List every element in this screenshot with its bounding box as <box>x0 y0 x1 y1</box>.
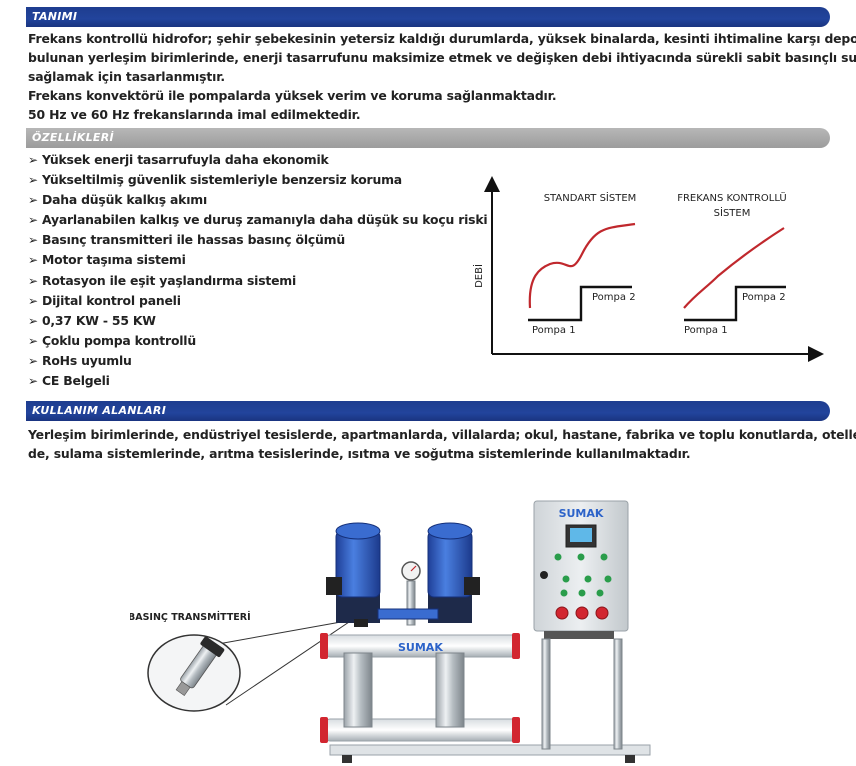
indicator-light <box>600 553 608 561</box>
frequency-system-title-1: FREKANS KONTROLLÜ <box>677 191 787 204</box>
arrow-bullet-icon: ➢ <box>28 353 38 368</box>
indicator-light <box>604 575 612 583</box>
standard-system-title: STANDART SİSTEM <box>544 191 637 204</box>
indicator-light <box>596 589 604 597</box>
feature-item: ➢CE Belgeli <box>28 371 478 391</box>
tanim-line: 50 Hz ve 60 Hz frekanslarında imal edilm… <box>28 107 361 122</box>
callout-line <box>225 619 353 706</box>
main-switch <box>555 606 569 620</box>
cabinet-brand-logo: SUMAK <box>559 507 604 520</box>
kullanim-paragraph: Yerleşim birimlerinde, endüstriyel tesis… <box>28 425 856 463</box>
arrow-bullet-icon: ➢ <box>28 173 38 188</box>
feature-item: ➢Çoklu pompa kontrollü <box>28 331 478 351</box>
arrow-bullet-icon: ➢ <box>28 293 38 308</box>
arrow-bullet-icon: ➢ <box>28 273 38 288</box>
valve-handle <box>354 619 368 627</box>
standard-system-step <box>528 285 632 322</box>
tanim-line: sağlamak için tasarlanmıştır. <box>28 69 225 84</box>
feature-item: ➢0,37 KW - 55 KW <box>28 311 478 331</box>
indicator-light <box>584 575 592 583</box>
section-header-kullanim: KULLANIM ALANLARI <box>26 401 830 421</box>
tanim-line: bulunan yerleşim birimlerinde, enerji ta… <box>28 50 856 65</box>
main-switch <box>595 606 609 620</box>
terminal-box <box>464 577 480 595</box>
features-list: ➢Yüksek enerji tasarrufuyla daha ekonomi… <box>28 150 488 391</box>
feature-item: ➢Yüksek enerji tasarrufuyla daha ekonomi… <box>28 150 478 170</box>
indicator-light <box>562 575 570 583</box>
frequency-system-title-2: SİSTEM <box>714 206 751 219</box>
section-header-tanim: TANIMI <box>26 7 830 27</box>
arrow-bullet-icon: ➢ <box>28 374 38 389</box>
frequency-system-curve <box>683 227 785 309</box>
product-illustration: BASINÇ TRANSMİTTERİ SUMAK SUMAK <box>130 500 651 763</box>
feature-item: ➢Yükseltilmiş güvenlik sistemleriyle ben… <box>28 170 478 190</box>
pump-body <box>435 652 465 728</box>
foot <box>625 755 635 763</box>
frequency-system-step <box>684 285 786 322</box>
kullanim-line: de, sulama sistemlerinde, arıtma tesisle… <box>28 446 691 461</box>
pump-coupling <box>336 593 380 623</box>
pump-motor <box>335 530 381 598</box>
display-screen <box>570 528 592 542</box>
gauge-stem <box>406 580 416 626</box>
manifold-brand-logo: SUMAK <box>398 641 443 654</box>
tanim-line: Frekans kontrollü hidrofor; şehir şebeke… <box>28 31 856 46</box>
feature-item: ➢Ayarlanabilen kalkış ve duruş zamanıyla… <box>28 210 488 230</box>
flange <box>320 717 328 743</box>
indicator-light <box>560 589 568 597</box>
pressure-transmitter-label: BASINÇ TRANSMİTTERİ <box>130 612 251 623</box>
arrow-bullet-icon: ➢ <box>28 253 38 268</box>
feature-item: ➢Motor taşıma sistemi <box>28 250 478 270</box>
feature-item: ➢Dijital kontrol paneli <box>28 291 478 311</box>
feature-item: ➢Rotasyon ile eşit yaşlandırma sistemi <box>28 271 478 291</box>
flange <box>320 633 328 659</box>
arrow-bullet-icon: ➢ <box>28 193 38 208</box>
base-frame <box>329 744 651 756</box>
motor-cap <box>427 522 473 540</box>
comparison-diagram: DEBİ STANDART SİSTEM FREKANS KONTROLLÜ S… <box>472 176 824 362</box>
arrow-bullet-icon: ➢ <box>28 313 38 328</box>
flange <box>512 633 520 659</box>
tanim-paragraph: Frekans kontrollü hidrofor; şehir şebeke… <box>28 29 856 124</box>
feature-item: ➢Basınç transmitteri ile hassas basınç ö… <box>28 230 478 250</box>
arrow-bullet-icon: ➢ <box>28 333 38 348</box>
foot <box>342 755 352 763</box>
cabinet-leg <box>541 638 551 750</box>
arrow-bullet-icon: ➢ <box>28 153 38 167</box>
y-axis-label: DEBİ <box>472 264 485 288</box>
pressure-transmitter-icon <box>175 636 225 696</box>
selector-switch <box>540 571 548 579</box>
indicator-light <box>554 553 562 561</box>
terminal-box <box>326 577 342 595</box>
cable-glands <box>544 631 614 639</box>
feature-item: ➢RoHs uyumlu <box>28 351 478 371</box>
indicator-light <box>577 553 585 561</box>
frequency-pump1-label: Pompa 1 <box>684 325 728 336</box>
pump-body <box>343 652 373 728</box>
section-header-ozellikler: ÖZELLİKLERİ <box>26 128 830 148</box>
feature-item: ➢Daha düşük kalkış akımı <box>28 190 478 210</box>
cabinet-leg <box>613 638 623 750</box>
motor-cap <box>335 522 381 540</box>
standard-pump2-label: Pompa 2 <box>592 292 636 303</box>
arrow-bullet-icon: ➢ <box>28 233 38 248</box>
tanim-line: Frekans konvektörü ile pompalarda yüksek… <box>28 88 557 103</box>
indicator-light <box>578 589 586 597</box>
arrow-bullet-icon: ➢ <box>28 213 38 228</box>
standard-pump1-label: Pompa 1 <box>532 325 576 336</box>
frequency-pump2-label: Pompa 2 <box>742 292 786 303</box>
standard-system-curve <box>528 222 636 309</box>
flange <box>512 717 520 743</box>
main-switch <box>575 606 589 620</box>
check-valve <box>377 608 439 620</box>
kullanim-line: Yerleşim birimlerinde, endüstriyel tesis… <box>28 427 856 442</box>
